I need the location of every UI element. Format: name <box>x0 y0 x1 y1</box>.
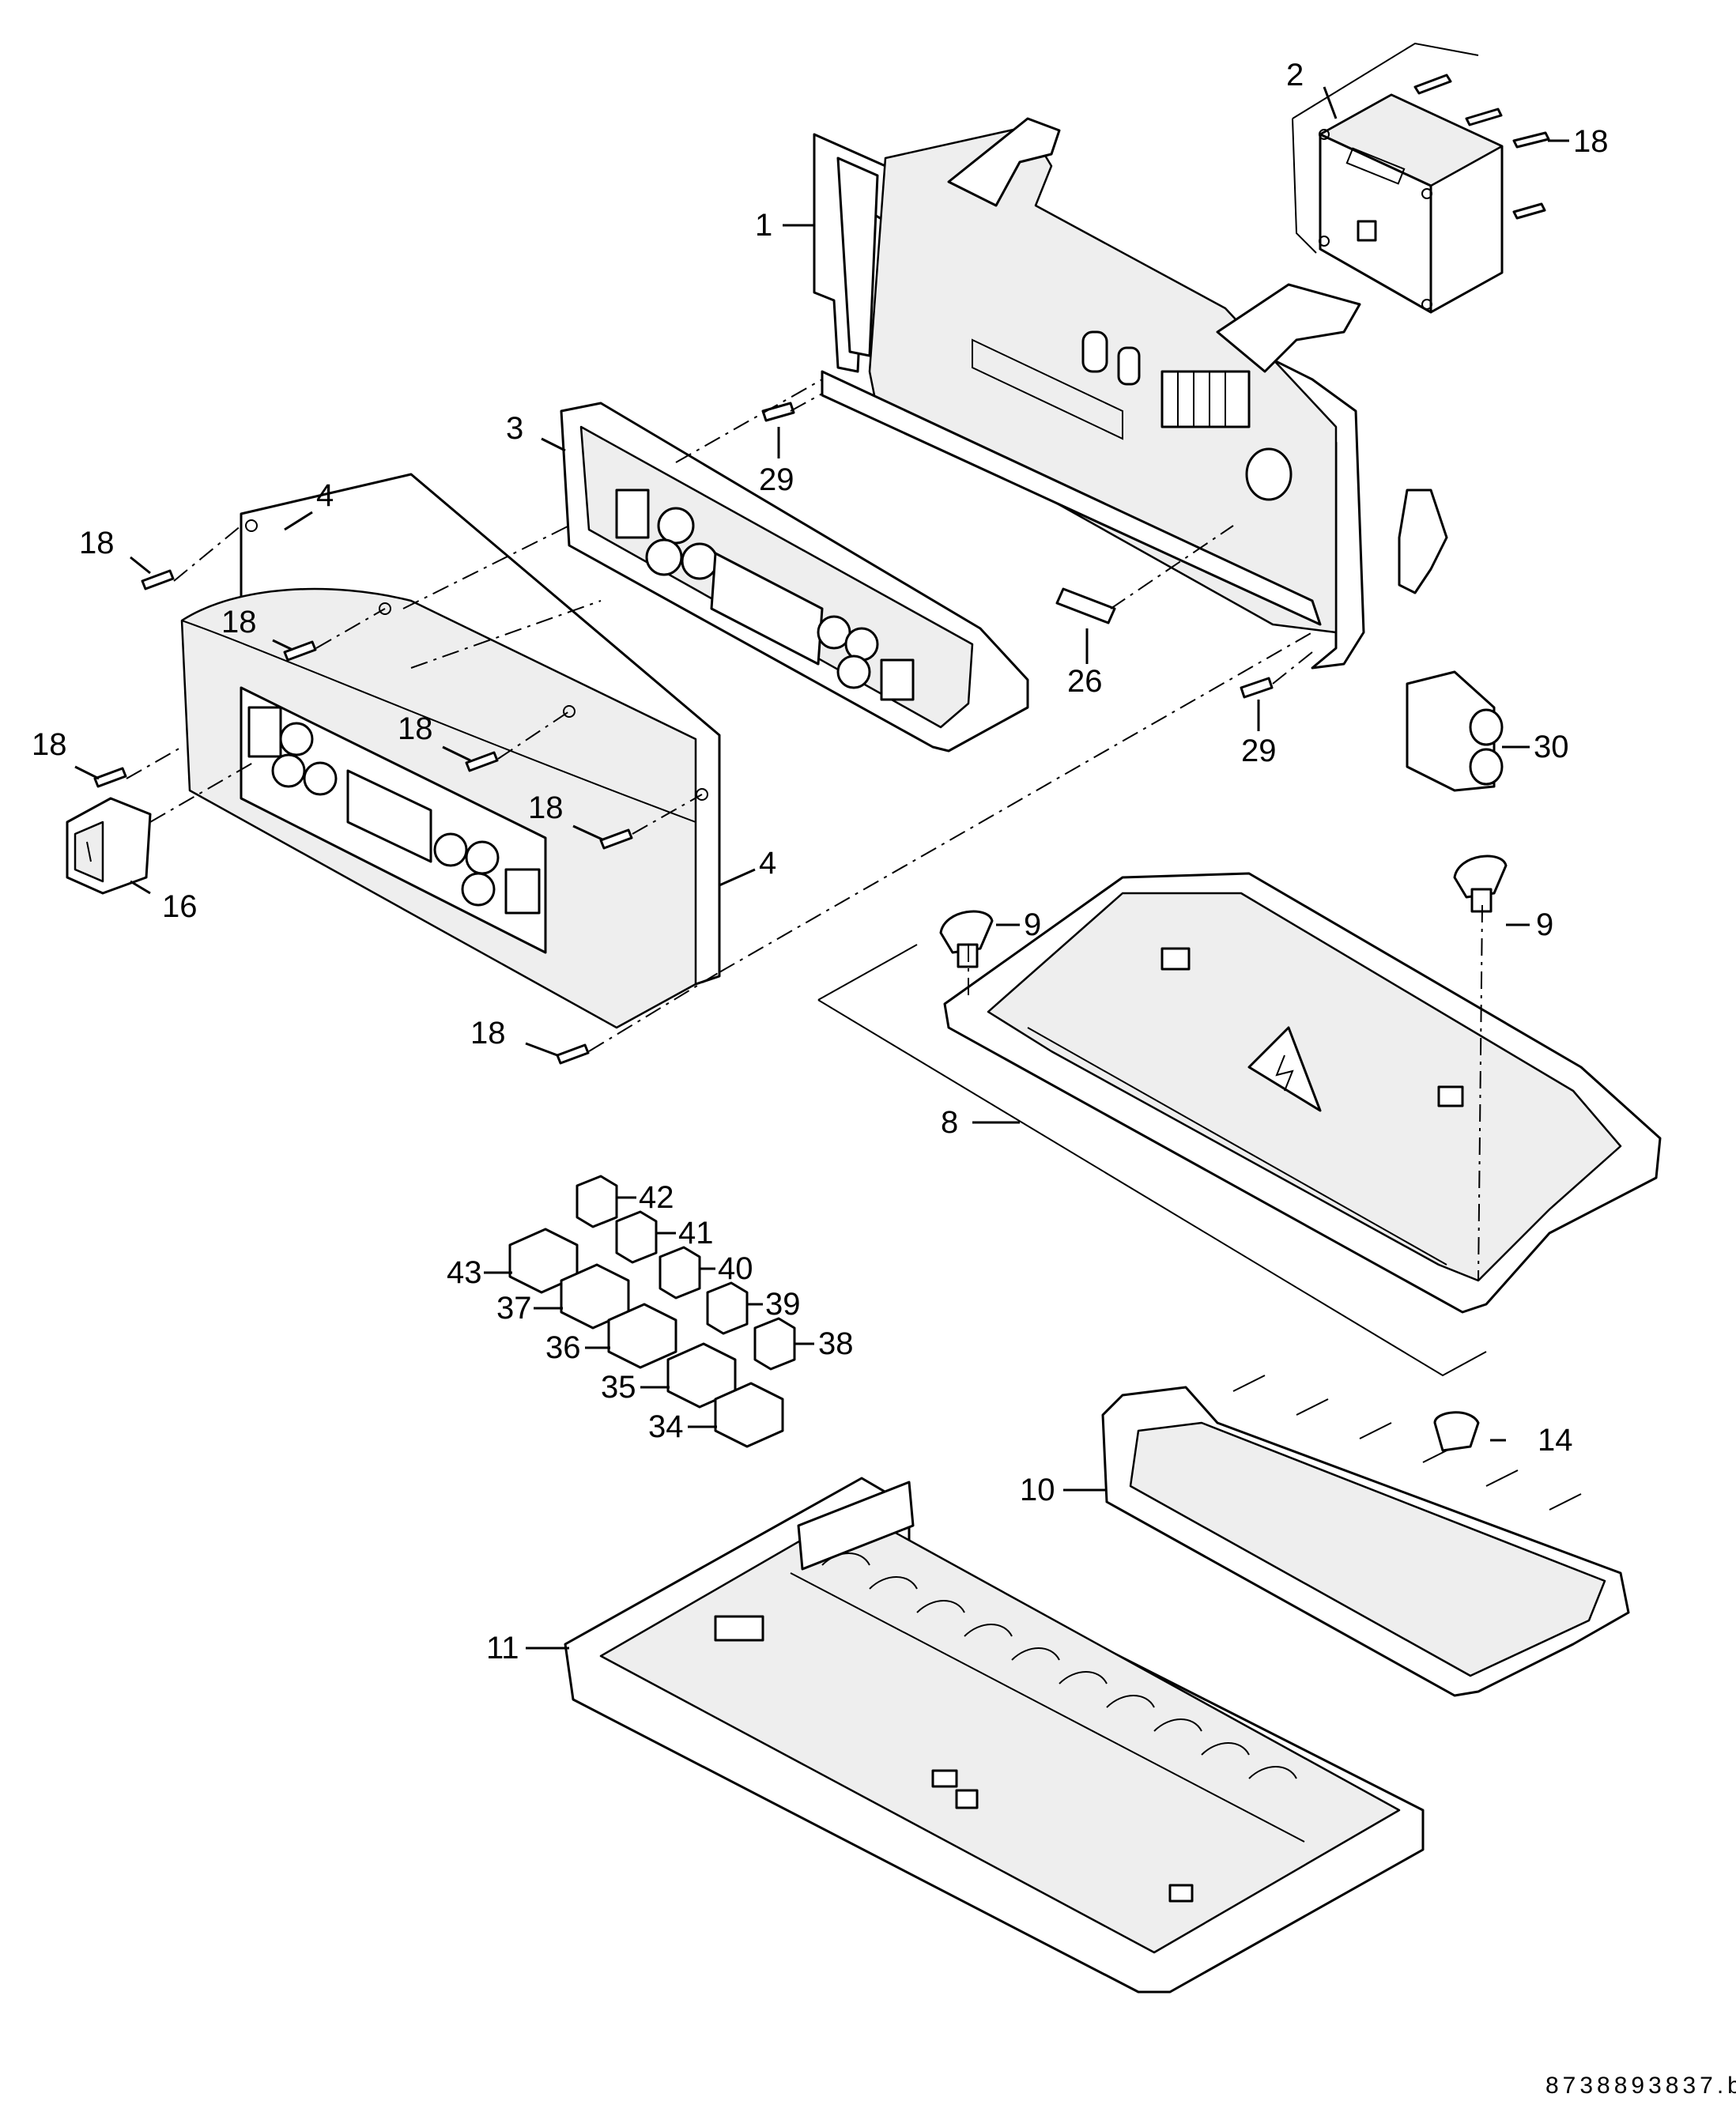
screws <box>93 402 1274 1065</box>
callout-18: 18 <box>221 605 257 639</box>
callout-2: 2 <box>1286 58 1304 92</box>
part-3-front-bezel <box>560 402 1029 753</box>
callout-11: 11 <box>486 1631 519 1666</box>
part-8-lower-cover <box>817 872 1662 1377</box>
callout-29: 29 <box>759 462 794 497</box>
document-number: 8738893837.b <box>1545 2073 1736 2099</box>
callout-37: 37 <box>496 1291 532 1326</box>
callout-40: 40 <box>718 1251 753 1286</box>
callout-4: 4 <box>759 846 776 881</box>
callout-18: 18 <box>32 727 67 762</box>
callout-30: 30 <box>1534 730 1569 764</box>
callout-18: 18 <box>1573 124 1609 159</box>
part-30-terminal-block <box>1406 670 1504 792</box>
part-16-rocker-switch <box>66 797 152 895</box>
callout-16: 16 <box>162 889 198 924</box>
plug-connectors <box>508 1175 796 1448</box>
callout-9: 9 <box>1024 907 1041 942</box>
screws-part-2 <box>1413 74 1550 220</box>
part-26-fuse <box>1055 587 1116 624</box>
callout-42: 42 <box>639 1180 674 1215</box>
callout-10: 10 <box>1020 1473 1055 1507</box>
callout-4: 4 <box>316 478 334 513</box>
callout-39: 39 <box>765 1287 801 1322</box>
callout-38: 38 <box>818 1326 854 1361</box>
part-10-cable-rail <box>1101 1375 1630 1697</box>
callout-3: 3 <box>506 411 523 446</box>
callout-18: 18 <box>528 790 564 825</box>
callout-41: 41 <box>678 1216 714 1251</box>
callout-35: 35 <box>601 1370 636 1405</box>
callout-26: 26 <box>1067 664 1103 699</box>
callout-18: 18 <box>398 711 433 746</box>
assembly-lines <box>126 379 1483 1281</box>
callout-29: 29 <box>1241 734 1277 768</box>
callout-1: 1 <box>755 208 772 243</box>
callout-9: 9 <box>1536 907 1553 942</box>
part-1-control-chassis <box>813 117 1448 670</box>
callout-43: 43 <box>447 1255 482 1290</box>
part-11-base-tray <box>564 1477 1425 1994</box>
callout-labels: 1 2 18 3 29 4 18 18 26 18 18 29 30 18 4 … <box>32 58 1609 1666</box>
callout-18: 18 <box>79 526 115 560</box>
callout-8: 8 <box>941 1105 958 1140</box>
callout-36: 36 <box>545 1330 581 1365</box>
part-2-control-module <box>1292 42 1504 314</box>
leader-lines <box>74 86 1569 1650</box>
callout-14: 14 <box>1538 1423 1573 1458</box>
callout-34: 34 <box>648 1409 684 1444</box>
part-4-front-cover <box>180 473 721 1029</box>
part-9-thumb-screws <box>939 854 1508 968</box>
callout-18: 18 <box>470 1016 506 1051</box>
